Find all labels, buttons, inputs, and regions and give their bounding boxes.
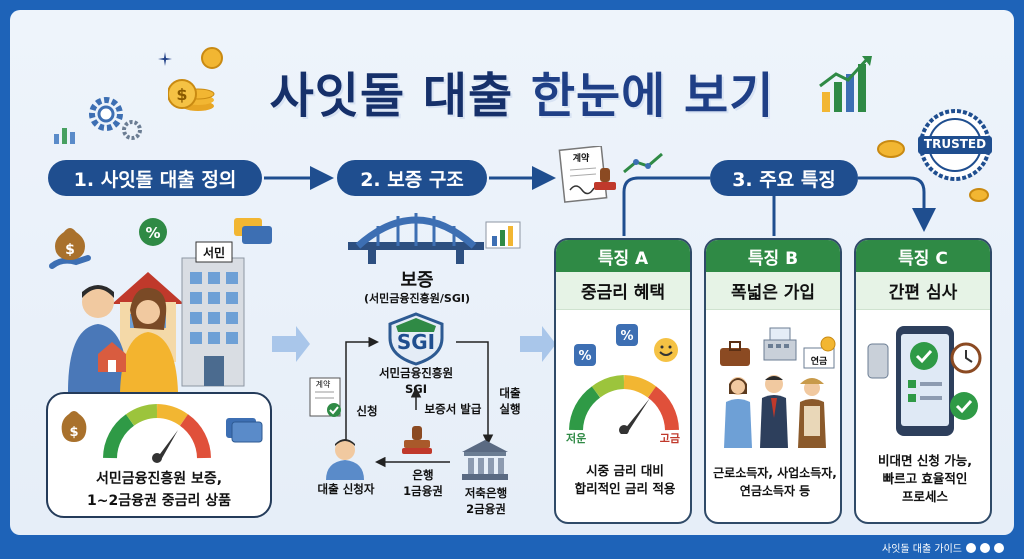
sgi-name-line1: 서민금융진흥원 — [378, 366, 454, 380]
coin-icon — [877, 140, 905, 158]
feature-b-card: 특징 B 폭넓은 가입 연금 — [704, 238, 842, 524]
feature-b-desc-line1: 근로소득자, 사업소득자, — [713, 466, 837, 480]
money-bag-icon: $ — [61, 411, 87, 442]
footer: 사잇돌 대출 가이드 — [882, 540, 1004, 555]
svg-text:%: % — [620, 329, 633, 344]
sgi-shield-icon — [388, 312, 444, 366]
sparkle-icon — [158, 52, 172, 66]
feature-c-desc-line3: 프로세스 — [901, 489, 948, 504]
flow-arrows — [264, 166, 936, 362]
credit-card-icon — [226, 418, 263, 443]
apply-label: 신청 — [356, 404, 378, 418]
chart-card-icon — [485, 221, 521, 249]
money-bag-hand-icon: $ — [49, 228, 91, 269]
building-sign: 서민 — [202, 246, 226, 260]
step-1-label: 1. 사잇돌 대출 정의 — [73, 168, 237, 191]
feature-a-desc-line2: 합리적인 금리 적용 — [574, 481, 676, 496]
briefcase-icon — [720, 341, 750, 366]
svg-text:$: $ — [69, 425, 78, 440]
pension-coins-icon — [803, 336, 836, 369]
feature-b-sub: 폭넓은 가입 — [706, 272, 840, 310]
feature-c-sub: 간편 심사 — [856, 272, 990, 310]
workers-illustration — [724, 375, 826, 448]
mini-bar-chart-icon — [54, 128, 75, 144]
line-chart-icon — [623, 152, 663, 174]
contract-label: 계약 — [315, 380, 331, 389]
definition-card: $ 서민금융진흥원 보증, 1~2금융권 중금리 상품 — [46, 392, 272, 518]
execute-label-line2: 실행 — [499, 402, 521, 416]
definition-caption-line1: 서민금융진흥원 보증, — [95, 471, 223, 487]
gauge-high-label: 고금 — [659, 432, 680, 445]
social-icon-1 — [966, 542, 976, 553]
rate-gauge-icon — [103, 404, 211, 463]
step-1-pill: 1. 사잇돌 대출 정의 — [48, 160, 262, 196]
contract-with-stamp-icon — [558, 146, 616, 203]
title-rest: 한눈에 보기 — [513, 68, 775, 124]
coins-icon: $ — [168, 47, 223, 111]
feature-a-head: 특징 A — [556, 240, 690, 272]
percent-bubble-icon: % — [139, 218, 167, 246]
gauge-low-label: 저운 — [566, 432, 587, 445]
title-main: 사잇돌 대출 — [269, 68, 514, 124]
growth-chart-icon — [819, 56, 872, 112]
bridge-icon — [348, 213, 484, 264]
contract-document-icon — [309, 377, 341, 417]
step-2-pill: 2. 보증 구조 — [337, 160, 487, 196]
feature-c-card: 특징 C 간편 심사 비대면 신청 가능, 빠르고 효율적인 프로세스 — [854, 238, 992, 524]
guarantee-flow-arrows — [345, 336, 494, 468]
step-3-pill: 3. 주요 특징 — [710, 160, 858, 196]
bank1-label-line1: 은행 — [412, 468, 434, 482]
bank-icon — [462, 440, 508, 480]
feature-c-desc-line2: 빠르고 효율적인 — [882, 471, 968, 486]
bank2-label-line2: 2금융권 — [466, 502, 506, 516]
svg-text:%: % — [578, 349, 591, 364]
feature-b-head: 특징 B — [706, 240, 840, 272]
bank1-label-line2: 1금융권 — [403, 484, 443, 498]
pension-tag: 연금 — [810, 357, 828, 367]
stamp-icon — [402, 426, 432, 454]
applicant-icon — [326, 439, 364, 480]
couple-illustration — [68, 285, 178, 392]
guarantee-subtitle: (서민금융진흥원/SGI) — [364, 292, 470, 305]
credit-cards-icon — [234, 218, 272, 244]
feature-a-desc-line1: 시중 금리 대비 — [586, 463, 664, 478]
step-2-label: 2. 보증 구조 — [360, 168, 464, 191]
trusted-badge-text: TRUSTED — [923, 137, 987, 151]
definition-caption-line2: 1~2금융권 중금리 상품 — [86, 493, 231, 509]
interest-gauge-icon — [569, 375, 679, 434]
svg-text:$: $ — [176, 85, 187, 104]
gear-icon — [89, 97, 142, 140]
footer-text: 사잇돌 대출 가이드 — [882, 544, 962, 555]
feature-c-head: 특징 C — [856, 240, 990, 272]
svg-text:%: % — [145, 224, 160, 242]
feature-a-card: 특징 A 중금리 혜택 % % 저운 고금 시중 금리 대비 합리적인 금리 적… — [554, 238, 692, 524]
infographic-frame: $ 사잇돌 대출 한눈에 보기 TRUSTED 1. 사잇돌 대출 정의 2. … — [10, 10, 1014, 535]
percent-bubbles-icon: % % — [574, 324, 678, 366]
feature-a-sub: 중금리 혜택 — [556, 272, 690, 310]
cash-register-icon — [763, 327, 797, 361]
sgi-logo: SGI — [396, 330, 436, 354]
contract-doc-label: 계약 — [572, 154, 590, 164]
mobile-checklist-icon — [867, 326, 982, 436]
social-icon-2 — [980, 542, 990, 553]
feature-c-desc-line1: 비대면 신청 가능, — [878, 453, 972, 468]
step-3-label: 3. 주요 특징 — [732, 168, 836, 191]
page-title: 사잇돌 대출 한눈에 보기 — [242, 56, 802, 126]
social-icon-3 — [994, 542, 1004, 553]
svg-text:$: $ — [65, 242, 75, 258]
guarantee-title: 보증 — [400, 270, 434, 291]
feature-b-desc-line2: 연금소득자 등 — [739, 484, 811, 498]
applicant-label: 대출 신청자 — [317, 482, 375, 496]
trusted-badge-icon — [918, 109, 992, 181]
execute-label-line1: 대출 — [499, 386, 521, 400]
bank2-label-line1: 저축은행 — [464, 486, 508, 500]
issue-label: 보증서 발급 — [424, 402, 482, 416]
coin-icon-2 — [969, 188, 989, 202]
